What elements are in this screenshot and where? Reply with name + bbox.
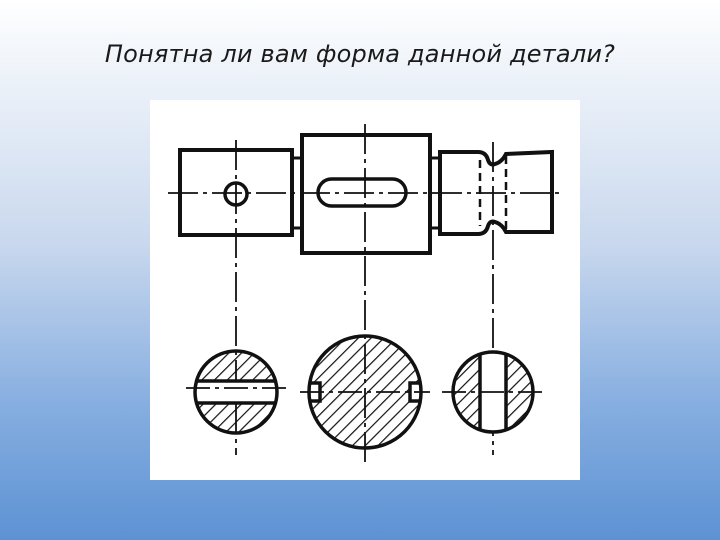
section-right (453, 352, 533, 432)
slide-title: Понятна ли вам форма данной детали? (104, 40, 616, 68)
section-left (195, 351, 277, 433)
drawing-svg (168, 124, 562, 465)
section-centerlines (186, 387, 544, 393)
center-shaft-section (300, 133, 432, 255)
technical-drawing (150, 100, 580, 480)
section-left-outline (193, 349, 279, 435)
right-shaft-section (438, 149, 554, 236)
